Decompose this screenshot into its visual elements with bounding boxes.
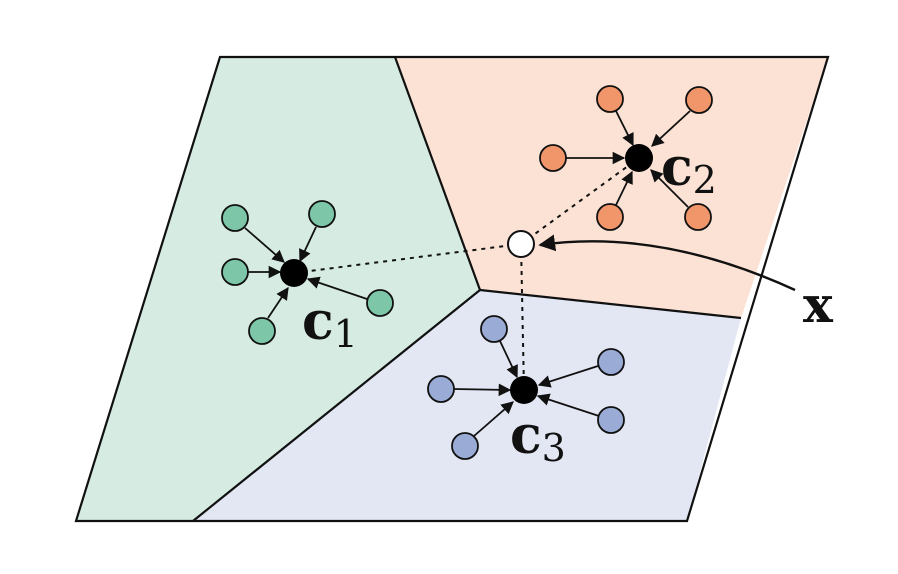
centroid-c2 <box>625 144 653 172</box>
data-point <box>248 317 276 345</box>
data-point <box>684 203 712 231</box>
data-point <box>366 289 394 317</box>
distance-line-c2 <box>520 157 640 245</box>
cluster-c2-points <box>539 85 713 231</box>
centroid-c3 <box>510 376 538 404</box>
query-point <box>507 230 535 258</box>
cluster-c2-arrows <box>566 110 691 208</box>
data-point <box>221 258 249 286</box>
distance-line-c3 <box>520 243 525 391</box>
data-point <box>685 86 713 114</box>
cluster-c3-arrows <box>453 340 600 437</box>
data-point <box>597 406 625 434</box>
cluster-c3-points <box>427 315 625 460</box>
boundary-c2-c3 <box>479 288 742 320</box>
data-point <box>596 85 624 113</box>
region-c3 <box>193 290 741 521</box>
data-point <box>451 432 479 460</box>
data-point <box>597 348 625 376</box>
label-c2: c2 <box>661 137 717 202</box>
distance-line-c1 <box>293 243 522 274</box>
label-query: x <box>803 275 834 334</box>
data-point <box>427 375 455 403</box>
boundary-c1-c3 <box>192 289 481 522</box>
region-c2 <box>395 57 828 318</box>
cluster-c1-arrows <box>244 226 368 319</box>
data-point <box>539 144 567 172</box>
data-point <box>221 204 249 232</box>
centroid-c1 <box>280 259 308 287</box>
outer-boundary <box>74 55 830 523</box>
query-pointer-arrow <box>538 234 796 292</box>
cluster-c1-points <box>221 200 394 345</box>
data-point <box>308 200 336 228</box>
label-c1: c1 <box>302 291 358 356</box>
data-point <box>480 315 508 343</box>
data-point <box>596 203 624 231</box>
label-c3: c3 <box>510 405 566 470</box>
